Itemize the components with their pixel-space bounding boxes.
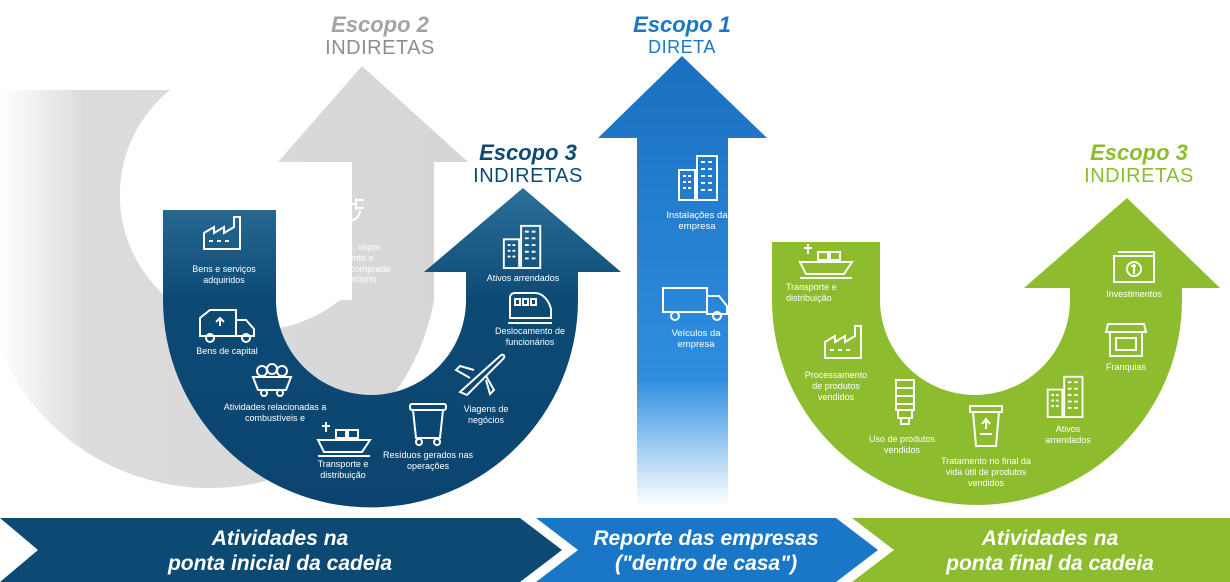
scope3-downstream-arrow [772, 198, 1220, 505]
factory-icon [201, 213, 247, 258]
scope1-arrow [598, 56, 767, 505]
scope3-up-item-1-label: Bens e serviços adquiridos [192, 264, 256, 285]
scope3-downstream-heading: Escopo 3 INDIRETAS [1064, 140, 1214, 188]
scope3-up-item-2-label: Bens de capital [196, 346, 258, 356]
scope3-down-item-4-label: Tratamento no final da vida útil de prod… [941, 456, 1031, 488]
office-buildings-icon [675, 152, 723, 207]
scope2-item-label: Eletricidade, vapor, aquecimento e resfr… [297, 242, 391, 285]
train-icon [506, 290, 554, 331]
scope2-title: Escopo 2 [331, 12, 429, 37]
scope3-down-item-7-label: Investimentos [1106, 289, 1162, 299]
airplane-icon [454, 348, 508, 403]
band-downstream-text: Atividades na ponta final da cadeia [900, 526, 1200, 576]
scope3-downstream-title: Escopo 3 [1090, 140, 1188, 165]
band-company [536, 518, 878, 582]
office-buildings-icon [500, 222, 546, 275]
band-downstream-line2: ponta final da cadeia [946, 552, 1154, 576]
band-upstream-line2: ponta inicial da cadeia [167, 552, 393, 576]
scope3-up-item-4-label: Transporte e distribuição [317, 459, 369, 480]
scope3-down-item-1-label: Transporte e distribuição [786, 282, 837, 303]
money-icon [1110, 246, 1158, 291]
cargo-ship-icon [314, 418, 374, 463]
power-outlet-icon [326, 190, 372, 237]
band-company-line2: ("dentro de casa") [614, 552, 798, 576]
band-upstream [0, 518, 562, 582]
office-buildings-icon [1044, 372, 1088, 425]
band-downstream-line1: Atividades na [981, 527, 1119, 550]
scope3-down-item-6-label: Franquias [1105, 362, 1147, 372]
recycling-truck-icon [196, 306, 258, 349]
scope3-down-item-3-label: Uso de produtos vendidos [868, 434, 936, 455]
mine-cart-icon [250, 362, 294, 403]
scope1-subtitle: DIRETA [648, 37, 716, 58]
band-company-text: Reporte das empresas ("dentro de casa") [566, 526, 846, 576]
truck-icon [660, 284, 732, 329]
scope3-up-item-6-label: Viagens de negócios [463, 404, 509, 425]
lightbulb-icon [888, 376, 922, 437]
scope3-up-item-7-label: Deslocamento de funcionários [494, 326, 566, 347]
scope3-upstream-title: Escopo 3 [479, 140, 577, 165]
band-downstream [852, 518, 1230, 582]
cargo-ship-icon [796, 240, 856, 285]
scope3-up-item-3-label: Atividades relacionadas a combustíveis e [223, 402, 327, 423]
recycling-bin-icon [966, 402, 1006, 455]
scope3-down-item-5-label: Ativos arrendados [1045, 424, 1091, 445]
scope3-down-item-2-label: Processamento de produtos vendidos [804, 370, 868, 402]
band-upstream-text: Atividades na ponta inicial da cadeia [120, 526, 440, 576]
scope1-facilities-label: Instalações da empresa [666, 210, 728, 233]
scope2-arrow [0, 66, 468, 489]
dumpster-icon [406, 398, 450, 451]
factory-icon [822, 322, 868, 367]
scope2-heading: Escopo 2 INDIRETAS [300, 12, 460, 60]
scope2-subtitle: INDIRETAS [325, 37, 435, 60]
scope1-heading: Escopo 1 DIRETA [620, 12, 744, 58]
scope1-vehicles-label: Veículos da empresa [671, 328, 721, 351]
scope1-title: Escopo 1 [633, 12, 731, 37]
band-company-line1: Reporte das empresas [593, 527, 819, 550]
scope3-up-item-5-label: Resíduos gerados nas operações [382, 450, 474, 471]
scope3-downstream-subtitle: INDIRETAS [1084, 165, 1194, 188]
scope3-up-item-8-label: Ativos arrendados [486, 273, 560, 283]
storefront-icon [1104, 320, 1148, 365]
scope3-upstream-subtitle: INDIRETAS [473, 165, 583, 188]
scope3-upstream-heading: Escopo 3 INDIRETAS [458, 140, 598, 188]
band-upstream-line1: Atividades na [211, 527, 349, 550]
